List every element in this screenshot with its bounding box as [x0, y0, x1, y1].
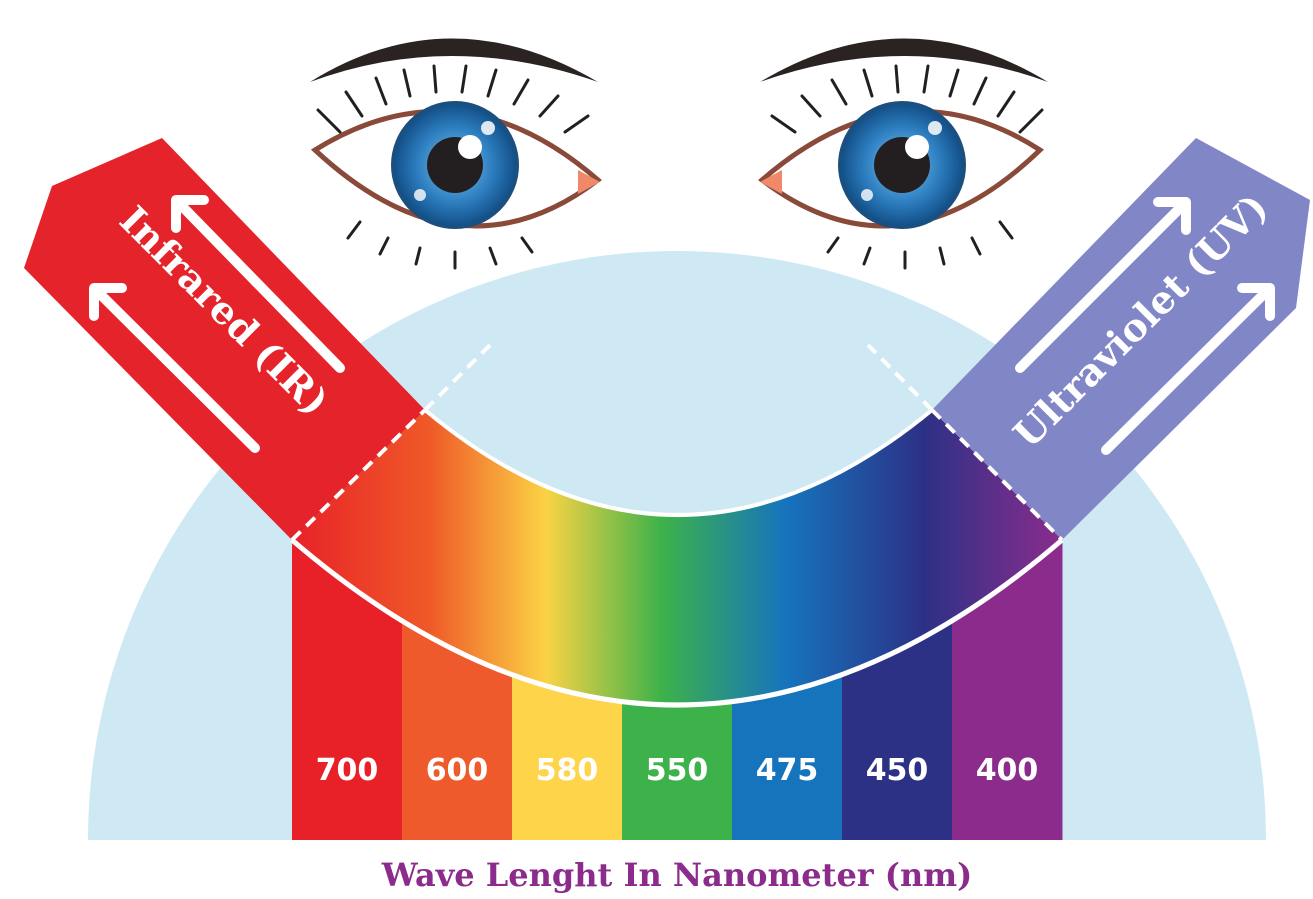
wavelength-label-600: 600 [426, 753, 489, 788]
right-eye-icon [758, 38, 1048, 270]
wavelength-label-400: 400 [976, 753, 1039, 788]
wavelength-label-580: 580 [536, 753, 599, 788]
spectrum-curve-top-outline [423, 408, 934, 517]
wavelength-label-450: 450 [866, 753, 929, 788]
dashed-guide-left [423, 343, 492, 412]
spectrum-curve-band [292, 410, 1062, 705]
wavelength-caption: Wave Lenght In Nanometer (nm) [381, 856, 972, 894]
dashed-guide-right [866, 343, 934, 412]
left-eye-icon [310, 38, 602, 270]
wavelength-label-475: 475 [756, 753, 819, 788]
wavelength-label-700: 700 [316, 753, 379, 788]
spectrum-curve-outline [290, 538, 1064, 708]
wavelength-label-550: 550 [646, 753, 709, 788]
